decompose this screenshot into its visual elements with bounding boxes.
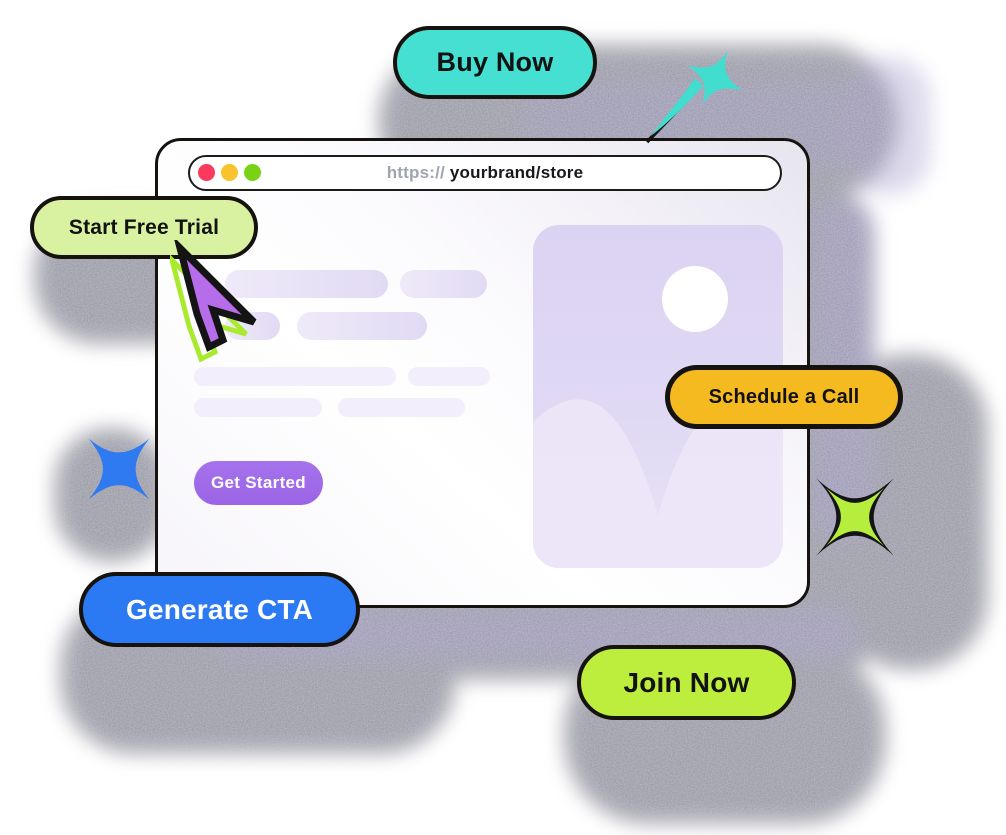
cta-generate-cta-button[interactable]: Generate CTA	[79, 572, 360, 647]
sparkle-lime-icon	[816, 478, 894, 556]
get-started-button[interactable]: Get Started	[194, 461, 323, 505]
sparkle-teal-icon	[645, 50, 743, 144]
cursor-icon	[170, 240, 257, 363]
url-protocol: https://	[386, 163, 450, 182]
cta-buy-now-label: Buy Now	[436, 47, 554, 77]
cta-schedule-a-call-label: Schedule a Call	[708, 385, 860, 408]
skeleton-text-bar	[194, 367, 396, 386]
cta-start-free-trial-label: Start Free Trial	[68, 215, 220, 239]
sparkle-blue-icon	[88, 438, 150, 500]
skeleton-headline-bar	[225, 270, 388, 298]
traffic-light-minimize-dot[interactable]	[221, 164, 238, 181]
url-path: yourbrand/store	[449, 163, 584, 182]
url-text: https:// yourbrand/store	[387, 163, 584, 183]
cta-buy-now-button[interactable]: Buy Now	[393, 26, 597, 99]
skeleton-headline-bar	[297, 312, 427, 340]
mountain-shape	[533, 399, 783, 568]
cta-join-now-label: Join Now	[623, 666, 750, 698]
cta-schedule-a-call-button[interactable]: Schedule a Call	[665, 365, 903, 429]
cta-generate-cta-label: Generate CTA	[125, 593, 314, 625]
traffic-light-close-dot[interactable]	[198, 164, 215, 181]
skeleton-text-bar	[338, 398, 465, 417]
skeleton-text-bar	[408, 367, 490, 386]
get-started-label: Get Started	[211, 473, 306, 492]
skeleton-headline-bar	[400, 270, 487, 298]
cta-join-now-button[interactable]: Join Now	[577, 645, 796, 720]
traffic-light-zoom-dot[interactable]	[244, 164, 261, 181]
url-bar[interactable]: https:// yourbrand/store	[188, 155, 782, 191]
skeleton-text-bar	[194, 398, 322, 417]
sun-circle	[662, 266, 728, 332]
cta-start-free-trial-button[interactable]: Start Free Trial	[30, 196, 258, 259]
